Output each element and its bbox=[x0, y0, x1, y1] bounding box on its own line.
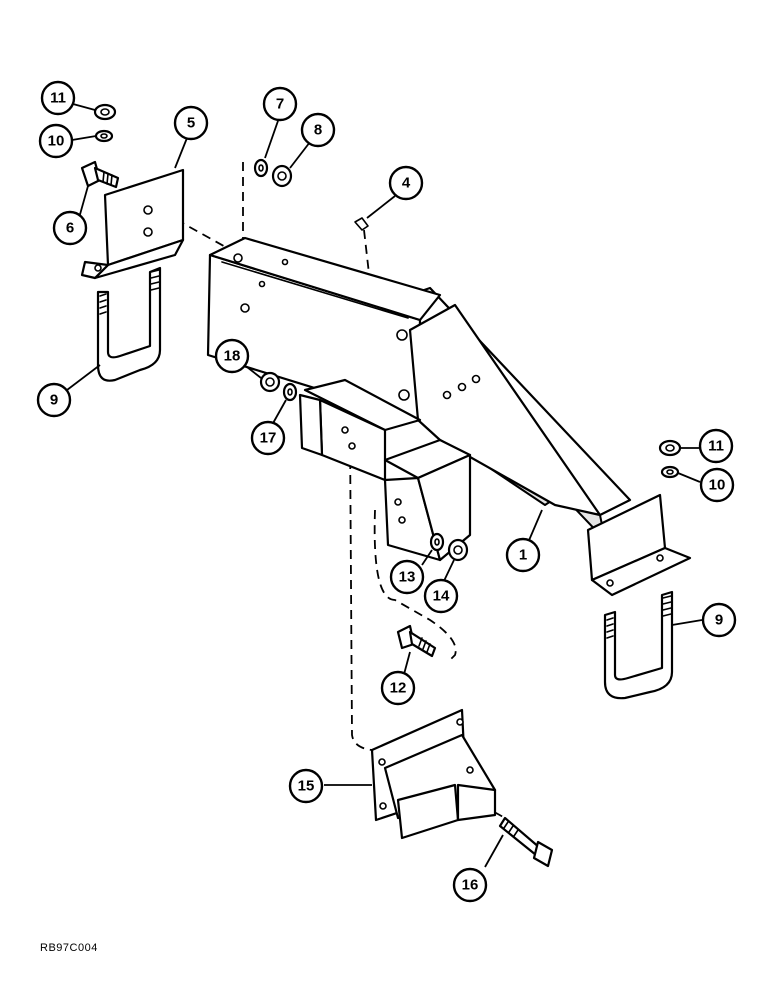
washer-10-left bbox=[94, 129, 114, 143]
callout-label: 10 bbox=[48, 133, 65, 150]
hardware bbox=[93, 103, 682, 562]
callout-label: 11 bbox=[50, 90, 66, 107]
callout-label: 9 bbox=[715, 612, 723, 629]
callout-16: 16 bbox=[452, 867, 488, 903]
callout-label: 13 bbox=[399, 569, 416, 586]
callout-label: 8 bbox=[314, 122, 322, 139]
bolt-16 bbox=[498, 816, 554, 868]
washer-13 bbox=[429, 532, 445, 552]
u-bolt-9-right bbox=[603, 590, 674, 700]
callout-label: 1 bbox=[519, 547, 527, 564]
nut-8 bbox=[271, 164, 293, 188]
nut-14 bbox=[447, 538, 469, 562]
callout-12: 12 bbox=[380, 670, 416, 706]
callout-label: 7 bbox=[276, 96, 284, 113]
washer-7 bbox=[253, 158, 269, 178]
washer-10-right bbox=[660, 465, 680, 479]
washer-17 bbox=[282, 382, 298, 402]
callout-label: 18 bbox=[224, 348, 241, 365]
callout-label: 11 bbox=[708, 438, 724, 455]
bolt-6 bbox=[80, 160, 120, 189]
bolt-12 bbox=[396, 624, 437, 658]
bracket-plate-5 bbox=[80, 168, 185, 280]
callout-label: 4 bbox=[402, 175, 411, 192]
callout-1: 1 bbox=[505, 537, 541, 573]
callout-8: 8 bbox=[300, 112, 336, 148]
u-bolt-9-left bbox=[96, 266, 162, 382]
callout-5: 5 bbox=[173, 105, 209, 141]
nut-18 bbox=[259, 371, 281, 393]
callout-label: 16 bbox=[462, 877, 479, 894]
callout-18: 18 bbox=[214, 338, 250, 374]
callout-10-right: 10 bbox=[699, 467, 735, 503]
callout-label: 15 bbox=[298, 778, 315, 795]
nut-11-left bbox=[93, 103, 117, 121]
callout-4: 4 bbox=[388, 165, 424, 201]
callout-11-right: 11 bbox=[698, 428, 734, 464]
callout-6: 6 bbox=[52, 210, 88, 246]
callout-label: 10 bbox=[709, 477, 726, 494]
callout-9-right: 9 bbox=[701, 602, 737, 638]
callout-15: 15 bbox=[288, 768, 324, 804]
callout-13: 13 bbox=[389, 559, 425, 595]
nut-11-right bbox=[658, 439, 682, 457]
callout-label: 12 bbox=[390, 680, 407, 697]
figure-code: RB97C004 bbox=[40, 942, 98, 954]
callout-9-left: 9 bbox=[36, 382, 72, 418]
callout-label: 17 bbox=[260, 430, 277, 447]
callout-label: 9 bbox=[50, 392, 58, 409]
leader-lines bbox=[66, 103, 703, 868]
callout-label: 14 bbox=[433, 588, 450, 605]
callout-label: 5 bbox=[187, 115, 195, 132]
main-frame bbox=[206, 236, 692, 597]
callout-11-left: 11 bbox=[40, 80, 76, 116]
callout-17: 17 bbox=[250, 420, 286, 456]
callout-10-left: 10 bbox=[38, 123, 74, 159]
pin-4 bbox=[354, 217, 369, 231]
callout-14: 14 bbox=[423, 578, 459, 614]
callout-7: 7 bbox=[262, 86, 298, 122]
callout-label: 6 bbox=[66, 220, 74, 237]
bracket-15 bbox=[370, 708, 497, 840]
